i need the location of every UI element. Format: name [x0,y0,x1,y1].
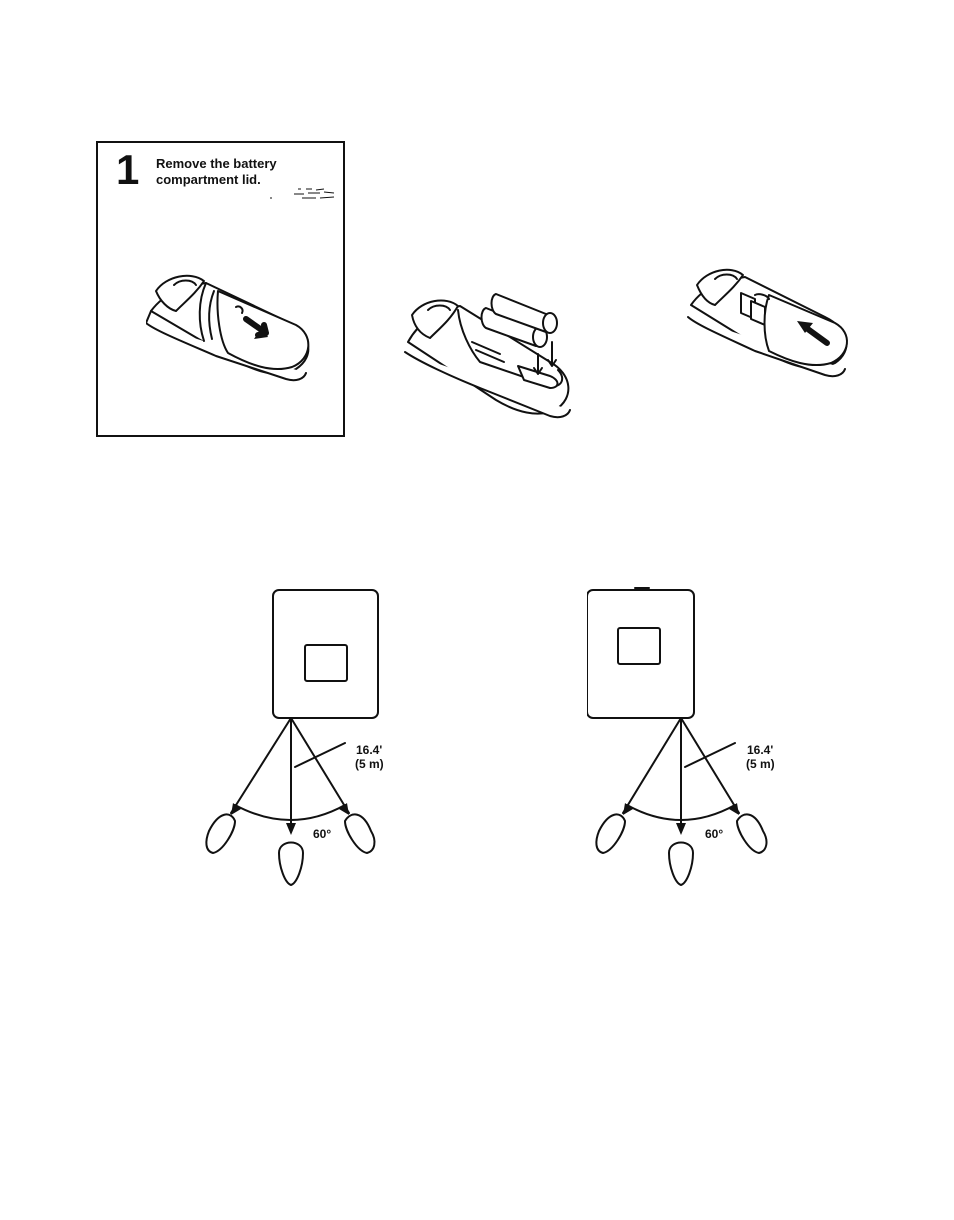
distance-metric-label-1: (5 m) [355,758,384,771]
remote-remove-lid-illustration [146,261,326,391]
remote-insert-batteries-illustration [400,270,585,425]
remote-range-diagram-2 [587,585,782,890]
distance-label-2: 16.4' [747,744,773,757]
step-instruction-line-1: Remove the battery [156,156,336,172]
distance-metric-label-2: (5 m) [746,758,775,771]
sensor-window [305,645,347,681]
angle-label-2: 60° [705,828,723,841]
step-1-panel: 1 Remove the battery compartment lid. [96,141,345,437]
distance-label-1: 16.4' [356,744,382,757]
step-instruction: Remove the battery compartment lid. [156,156,336,188]
sensor-window [618,628,660,664]
smudge-marks [268,186,343,206]
angle-label-1: 60° [313,828,331,841]
remote-range-diagram-1 [195,585,390,890]
step-number: 1 [116,149,139,191]
remote-replace-lid-illustration [685,255,860,385]
